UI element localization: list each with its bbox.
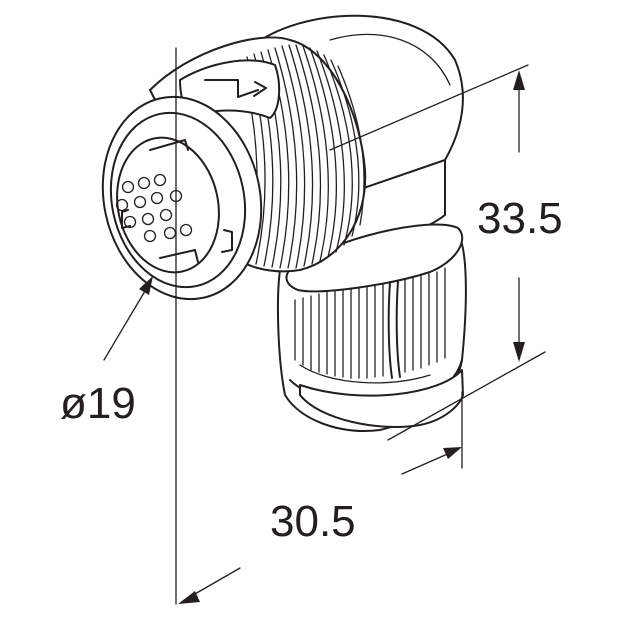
contact-pin [143, 229, 157, 243]
connector-face [101, 95, 263, 301]
contact-pin [133, 195, 147, 209]
contact-pin [141, 212, 155, 226]
cable-gland [276, 223, 467, 432]
contact-pin [179, 223, 193, 237]
coupling-nut [149, 36, 367, 273]
contact-pin [115, 198, 129, 212]
contact-pins [115, 173, 193, 243]
diameter-dimension: ø19 [60, 276, 153, 428]
width-dimension-label: 30.5 [270, 497, 356, 546]
height-dimension: 33.5 [329, 64, 563, 441]
gland-ribs [294, 267, 446, 379]
contact-pin [123, 215, 137, 229]
contact-pin [153, 173, 167, 187]
contact-pin [121, 180, 135, 194]
contact-pin [159, 208, 173, 222]
contact-pin [137, 176, 151, 190]
height-dimension-label: 33.5 [477, 194, 563, 243]
knurl-ribs [239, 44, 365, 269]
diameter-dimension-label: ø19 [60, 379, 136, 428]
contact-pin [150, 191, 164, 205]
width-dimension: 30.5 [175, 47, 463, 605]
